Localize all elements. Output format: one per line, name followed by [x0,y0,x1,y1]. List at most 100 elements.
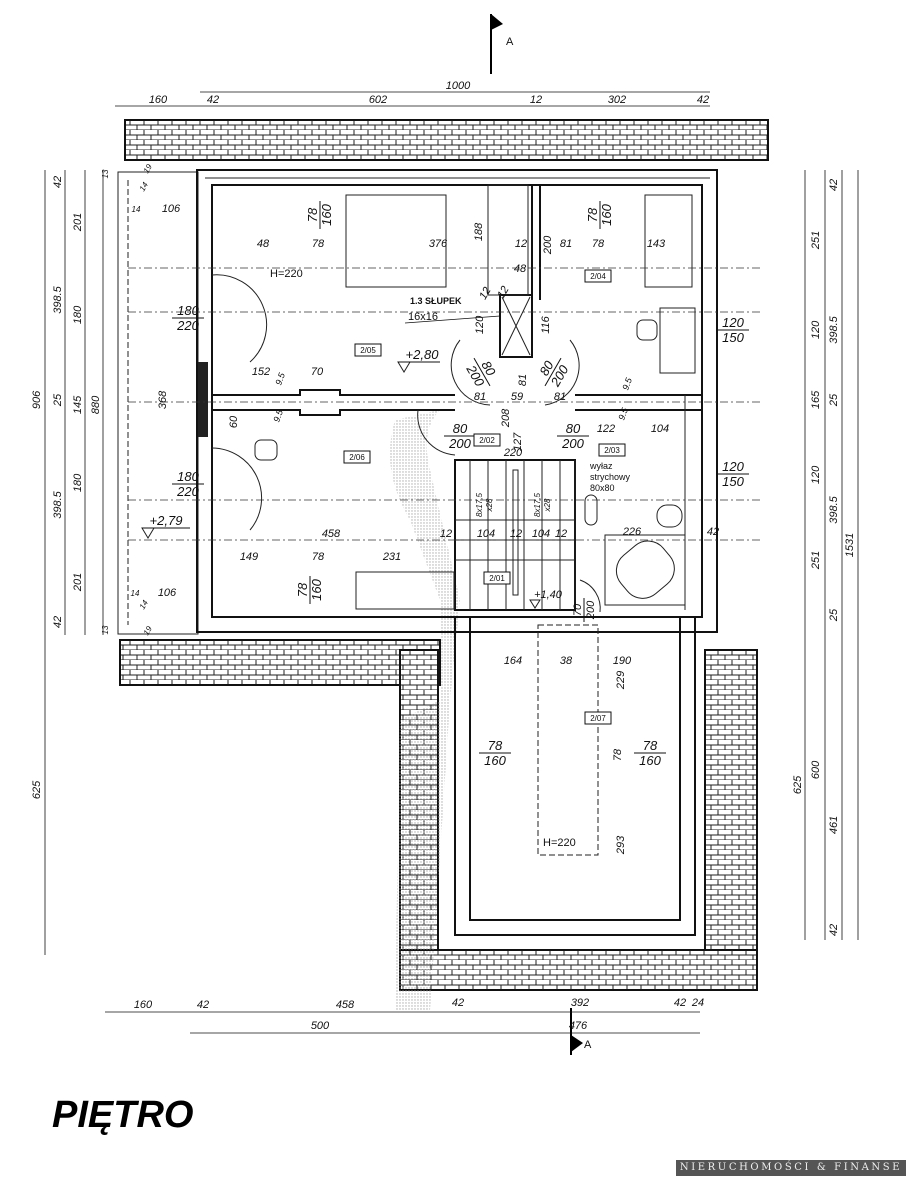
svg-text:42: 42 [697,94,709,106]
svg-text:13: 13 [101,169,110,178]
svg-text:145: 145 [72,395,84,414]
svg-text:392: 392 [571,997,589,1009]
svg-text:9.5: 9.5 [620,375,634,391]
svg-text:220: 220 [176,318,199,333]
svg-text:376: 376 [429,238,448,250]
svg-text:165: 165 [810,390,822,409]
svg-text:116: 116 [540,315,552,333]
svg-text:368: 368 [157,390,169,409]
svg-text:81: 81 [517,374,529,386]
svg-text:81: 81 [560,238,572,250]
svg-text:180: 180 [72,305,84,324]
svg-text:80x80: 80x80 [590,483,615,493]
svg-text:500: 500 [311,1020,330,1032]
svg-text:48: 48 [514,263,527,275]
svg-text:81: 81 [554,391,566,403]
svg-text:106: 106 [158,587,177,599]
svg-text:1000: 1000 [446,80,471,92]
svg-text:78: 78 [312,238,325,250]
svg-text:8x17,5: 8x17,5 [475,492,484,517]
svg-text:13: 13 [101,625,110,634]
floor-title: PIĘTRO [52,1094,194,1136]
svg-text:164: 164 [504,655,522,667]
top-dimensions: 1000 160 42 602 12 302 42 [149,80,709,106]
svg-text:78: 78 [305,207,320,222]
svg-text:600: 600 [810,760,822,779]
svg-text:59: 59 [511,391,523,403]
svg-text:+2,79: +2,79 [150,513,183,528]
svg-text:8x17,5: 8x17,5 [533,492,542,517]
svg-text:42: 42 [707,526,719,538]
svg-text:152: 152 [252,366,270,378]
svg-text:H=220: H=220 [270,268,303,280]
svg-text:12: 12 [555,528,567,540]
room-tags: 2/01 2/02 2/03 2/04 2/05 2/06 2/07 [343,269,626,725]
svg-text:220: 220 [176,484,199,499]
svg-text:48: 48 [257,238,270,250]
level-marks: +2,80 +2,79 +1,40 [141,347,563,609]
svg-text:461: 461 [828,816,840,834]
svg-text:25: 25 [52,393,64,407]
svg-text:1531: 1531 [844,533,856,557]
svg-text:220: 220 [503,447,523,459]
svg-text:42: 42 [52,616,64,628]
svg-text:42: 42 [197,999,209,1011]
svg-text:188: 188 [473,222,485,241]
svg-text:42: 42 [828,179,840,191]
svg-text:70: 70 [311,366,324,378]
svg-text:106: 106 [162,203,181,215]
svg-text:78: 78 [312,551,325,563]
svg-text:226: 226 [622,526,642,538]
svg-text:16x16: 16x16 [408,311,438,323]
svg-text:78: 78 [592,238,605,250]
svg-text:+1,40: +1,40 [534,589,563,601]
dimension-lines [44,91,859,1034]
svg-text:398.5: 398.5 [52,490,64,518]
room-2-07: 2/07 [590,714,606,723]
room-2-01: 2/01 [489,574,505,583]
svg-text:104: 104 [651,423,669,435]
svg-text:231: 231 [382,551,401,563]
svg-text:9.5: 9.5 [271,407,285,423]
svg-text:398.5: 398.5 [828,495,840,523]
svg-text:19: 19 [142,162,155,175]
svg-text:398.5: 398.5 [828,315,840,343]
svg-text:42: 42 [207,94,219,106]
svg-text:251: 251 [810,551,822,570]
watermark-logo: NIERUCHOMOŚCI & FINANSE [676,1160,906,1176]
svg-text:150: 150 [722,330,744,345]
svg-text:19: 19 [142,624,155,637]
svg-text:12: 12 [510,528,522,540]
svg-text:180: 180 [177,469,199,484]
svg-text:A: A [506,36,514,48]
svg-text:906: 906 [31,390,43,409]
room-2-05: 2/05 [360,346,376,355]
svg-text:25: 25 [828,608,840,622]
svg-text:12: 12 [477,285,494,302]
room-2-02: 2/02 [479,436,495,445]
room-2-06: 2/06 [349,453,365,462]
svg-text:78: 78 [643,738,658,753]
svg-text:120: 120 [810,465,822,484]
svg-text:201: 201 [72,573,84,592]
svg-text:149: 149 [240,551,258,563]
svg-text:x28: x28 [543,498,552,512]
svg-text:x28: x28 [485,498,494,512]
svg-text:78: 78 [585,207,600,222]
svg-text:602: 602 [369,94,387,106]
bottom-dimensions: 160 42 458 42 392 42 24 500 476 [134,997,704,1032]
svg-text:12: 12 [495,284,512,301]
svg-text:38: 38 [560,655,573,667]
interior-dimensions: 106 14 106 14 368 48 78 376 188 12 200 8… [131,203,720,855]
right-dimensions: 1531 625 42 398.5 25 398.5 25 461 42 251… [792,179,856,936]
svg-text:120: 120 [810,320,822,339]
svg-text:160: 160 [309,578,324,600]
svg-text:wyłaz: wyłaz [589,461,613,471]
